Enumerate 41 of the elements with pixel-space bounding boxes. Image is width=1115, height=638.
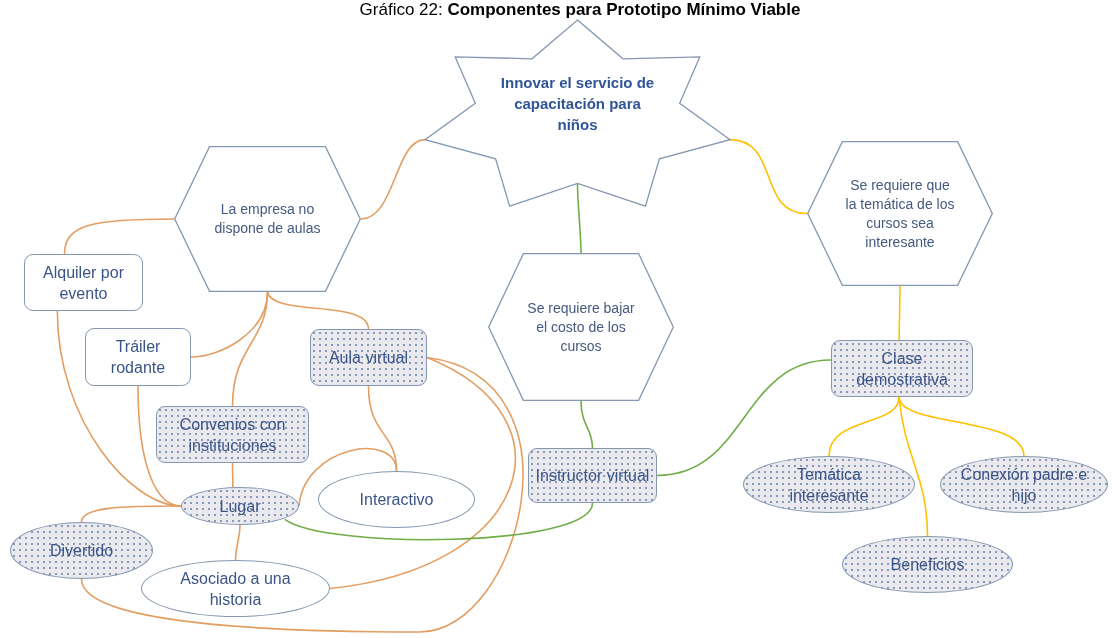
connector-line <box>63 218 175 255</box>
connector-line <box>284 502 594 541</box>
connector-line <box>329 356 516 590</box>
ellipse-shape: Interactivo <box>318 471 475 528</box>
ellipse-shape: Divertido <box>10 522 153 579</box>
rounded-box: Clase demostrativa <box>831 340 973 397</box>
connector-line <box>898 285 901 341</box>
connector-line <box>234 524 241 561</box>
rounded-box: Alquiler por evento <box>24 254 143 311</box>
rounded-box: Aula virtual <box>310 329 427 386</box>
connector-line <box>898 396 1025 457</box>
connector-line <box>367 385 398 472</box>
node-text: Se requiere que la temática de los cursos sea interesante <box>844 175 956 252</box>
connector-line <box>266 291 370 330</box>
node-text: Innovar el servicio de capacitación para niños <box>499 72 656 135</box>
node-text: Se requiere bajar el costo de los cursos <box>526 298 636 356</box>
connector-line <box>190 291 269 358</box>
connector-line <box>360 138 426 220</box>
connector-line <box>80 356 524 633</box>
connector-line <box>80 505 182 523</box>
ellipse-shape: Temática interesante <box>743 456 915 513</box>
rounded-box: Convenios con instituciones <box>156 406 309 463</box>
star-shape <box>425 20 730 206</box>
hexagon-shape <box>488 253 674 401</box>
connector-line <box>828 396 900 457</box>
chart-title: Gráfico 22: Componentes para Prototipo Mínimo Viable <box>358 0 802 20</box>
ellipse-shape: Conexión padre e hijo <box>940 456 1108 513</box>
node-text: La empresa no dispone de aulas <box>213 200 322 238</box>
connector-line <box>656 359 832 477</box>
hexagon-shape <box>807 141 993 286</box>
ellipse-shape: Asociado a una historia <box>141 560 330 617</box>
connector-line <box>729 138 808 215</box>
hexagon-shape <box>174 146 361 292</box>
connector-line <box>298 448 398 507</box>
connector-line <box>580 400 594 449</box>
ellipse-shape: Beneficios <box>842 536 1013 593</box>
connector-line <box>231 462 234 488</box>
ellipse-shape: Lugar <box>181 487 299 525</box>
connector-line <box>231 291 269 407</box>
rounded-box: Tráiler rodante <box>85 328 191 386</box>
rounded-box: Instructor virtual <box>528 448 657 503</box>
